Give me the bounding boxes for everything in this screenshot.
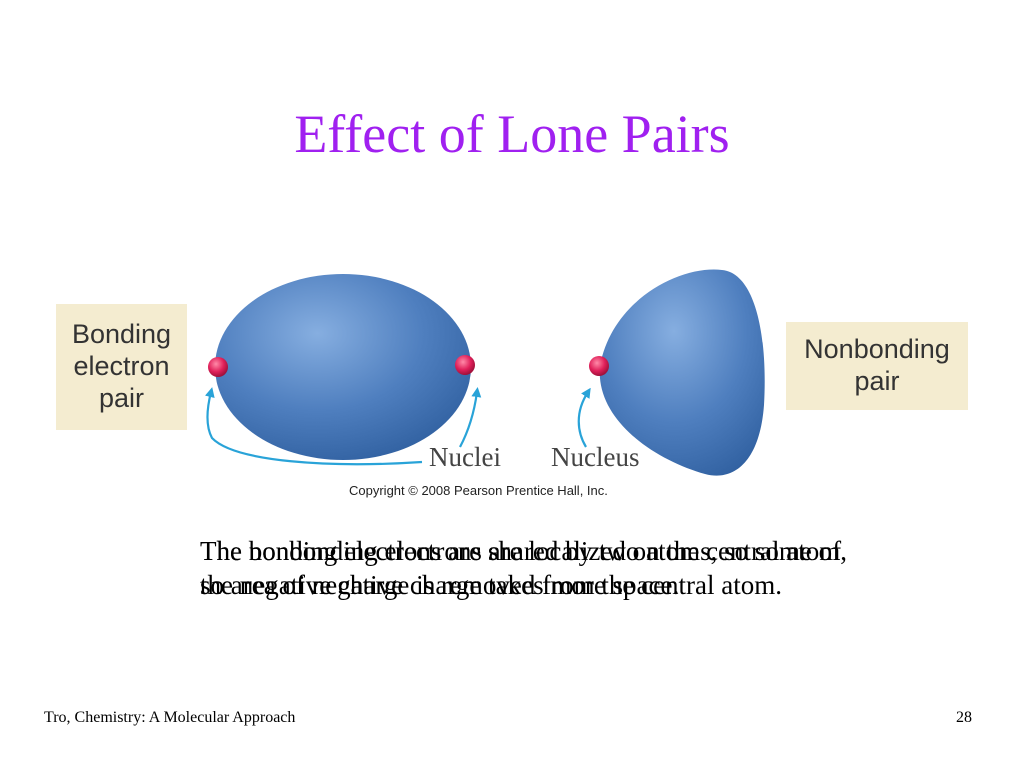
footer-source: Tro, Chemistry: A Molecular Approach xyxy=(44,709,296,726)
slide-number: 28 xyxy=(956,709,972,726)
nuclei-caption: Nuclei xyxy=(429,442,501,472)
bonding-electron-pair-text: Bonding electron pair xyxy=(71,319,172,413)
slide-title: Effect of Lone Pairs xyxy=(294,104,730,164)
nucleus-caption: Nucleus xyxy=(551,442,640,472)
copyright-notice: Copyright © 2008 Pearson Prentice Hall, … xyxy=(349,483,608,498)
nonbonding-nucleus xyxy=(589,356,609,376)
bonding-electron-pair-label: Bonding electron pair xyxy=(56,304,187,430)
nuclei-arrow-right xyxy=(459,387,482,448)
nuclei-arrow-left xyxy=(204,387,423,466)
body-text-bonding: The bonding electrons are shared by two … xyxy=(200,536,842,600)
nucleus-arrow xyxy=(577,387,591,448)
body-text-nonbonding: The nonbonding electrons are localized o… xyxy=(200,536,847,600)
nonbonding-pair-label: Nonbonding pair xyxy=(786,322,968,410)
nonbonding-pair-lobe xyxy=(599,269,765,476)
bonding-pair-lobe xyxy=(215,274,471,460)
bonding-nucleus-left xyxy=(208,357,228,377)
bonding-nucleus-right xyxy=(455,355,475,375)
nonbonding-pair-text: Nonbonding pair xyxy=(804,334,950,396)
